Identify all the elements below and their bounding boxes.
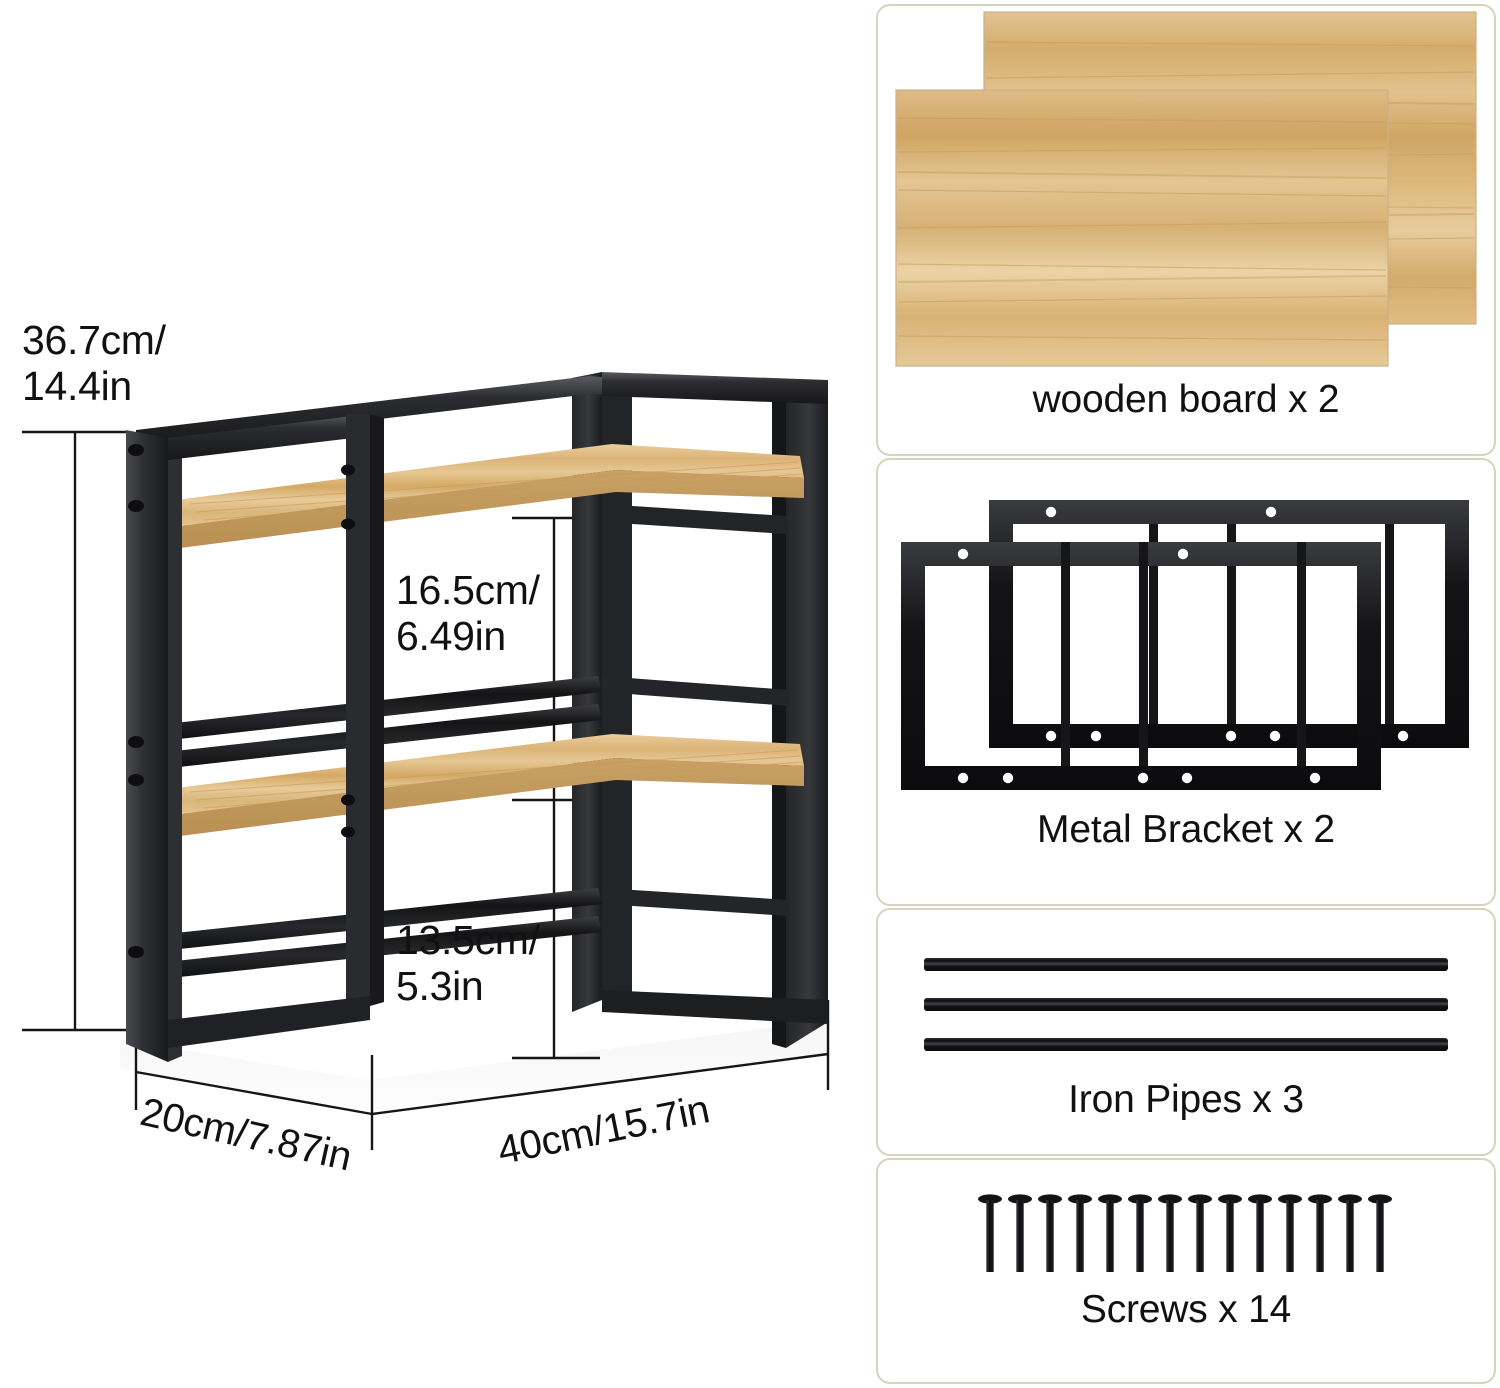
screw-11 [1278,1194,1302,1272]
iron-pipes-figure [878,944,1494,1064]
screws-figure [878,1186,1494,1282]
parts-panel-iron-pipes: Iron Pipes x 3 [876,908,1496,1156]
product-diagram-pane: 36.7cm/ 14.4in 16.5cm/ 6.49in 13.5cm/ 5.… [22,317,830,1180]
screws-caption: Screws x 14 [1080,1288,1292,1331]
floor-shadow [120,1020,830,1112]
screw-3 [1038,1194,1062,1272]
right-frame-mid-rail [602,504,786,534]
screw-6 [1128,1194,1152,1272]
left-side-frame [126,414,384,1062]
parts-panel-screws: Screws x 14 [876,1158,1496,1384]
lower-tier-dimension-label: 13.5cm/ 5.3in [396,917,540,1009]
metal-bracket-front [901,542,1381,790]
parts-panel-wooden-board: wooden board x 2 [876,4,1496,456]
depth-dimension-line [135,1070,373,1116]
iron-pipe-1 [924,958,1448,971]
wooden-board-icon [895,11,1477,367]
iron-pipe-3 [924,1038,1448,1051]
metal-bracket-back [989,500,1469,748]
width-dimension-line [371,1052,829,1116]
parts-panel-metal-bracket: Metal Bracket x 2 [876,458,1496,906]
total-height-dimension-label: 36.7cm/ 14.4in [22,317,166,409]
wooden-board-figure [878,6,1494,372]
product-illustration [22,372,830,1150]
screw-1 [978,1194,1002,1272]
screw-8 [1188,1194,1212,1272]
screw-7 [1158,1194,1182,1272]
screw-10 [1248,1194,1272,1272]
screw-13 [1338,1194,1362,1272]
upper-tier-dimension-label: 16.5cm/ 6.49in [396,567,540,659]
front-right-post [772,380,828,1048]
upper-wooden-shelf [176,444,804,548]
lower-wooden-shelf [176,734,804,836]
parts-list-pane: wooden board x 2 [872,0,1500,1388]
right-frame-bottom-rail [602,990,828,1024]
right-frame-top-rail [602,372,828,404]
iron-pipe-icon [924,958,1448,1051]
metal-bracket-figure [878,490,1494,802]
iron-pipe-2 [924,998,1448,1011]
metal-bracket-caption: Metal Bracket x 2 [1037,808,1335,851]
screw-14 [1368,1194,1392,1272]
screw-icon [978,1194,1392,1272]
screw-2 [1008,1194,1032,1272]
screw-9 [1218,1194,1242,1272]
screw-5 [1098,1194,1122,1272]
screw-4 [1068,1194,1092,1272]
metal-bracket-icon [901,500,1469,790]
screw-12 [1308,1194,1332,1272]
frame-screws [128,444,355,958]
wooden-board-caption: wooden board x 2 [1032,378,1340,421]
iron-pipes-caption: Iron Pipes x 3 [1068,1078,1304,1121]
